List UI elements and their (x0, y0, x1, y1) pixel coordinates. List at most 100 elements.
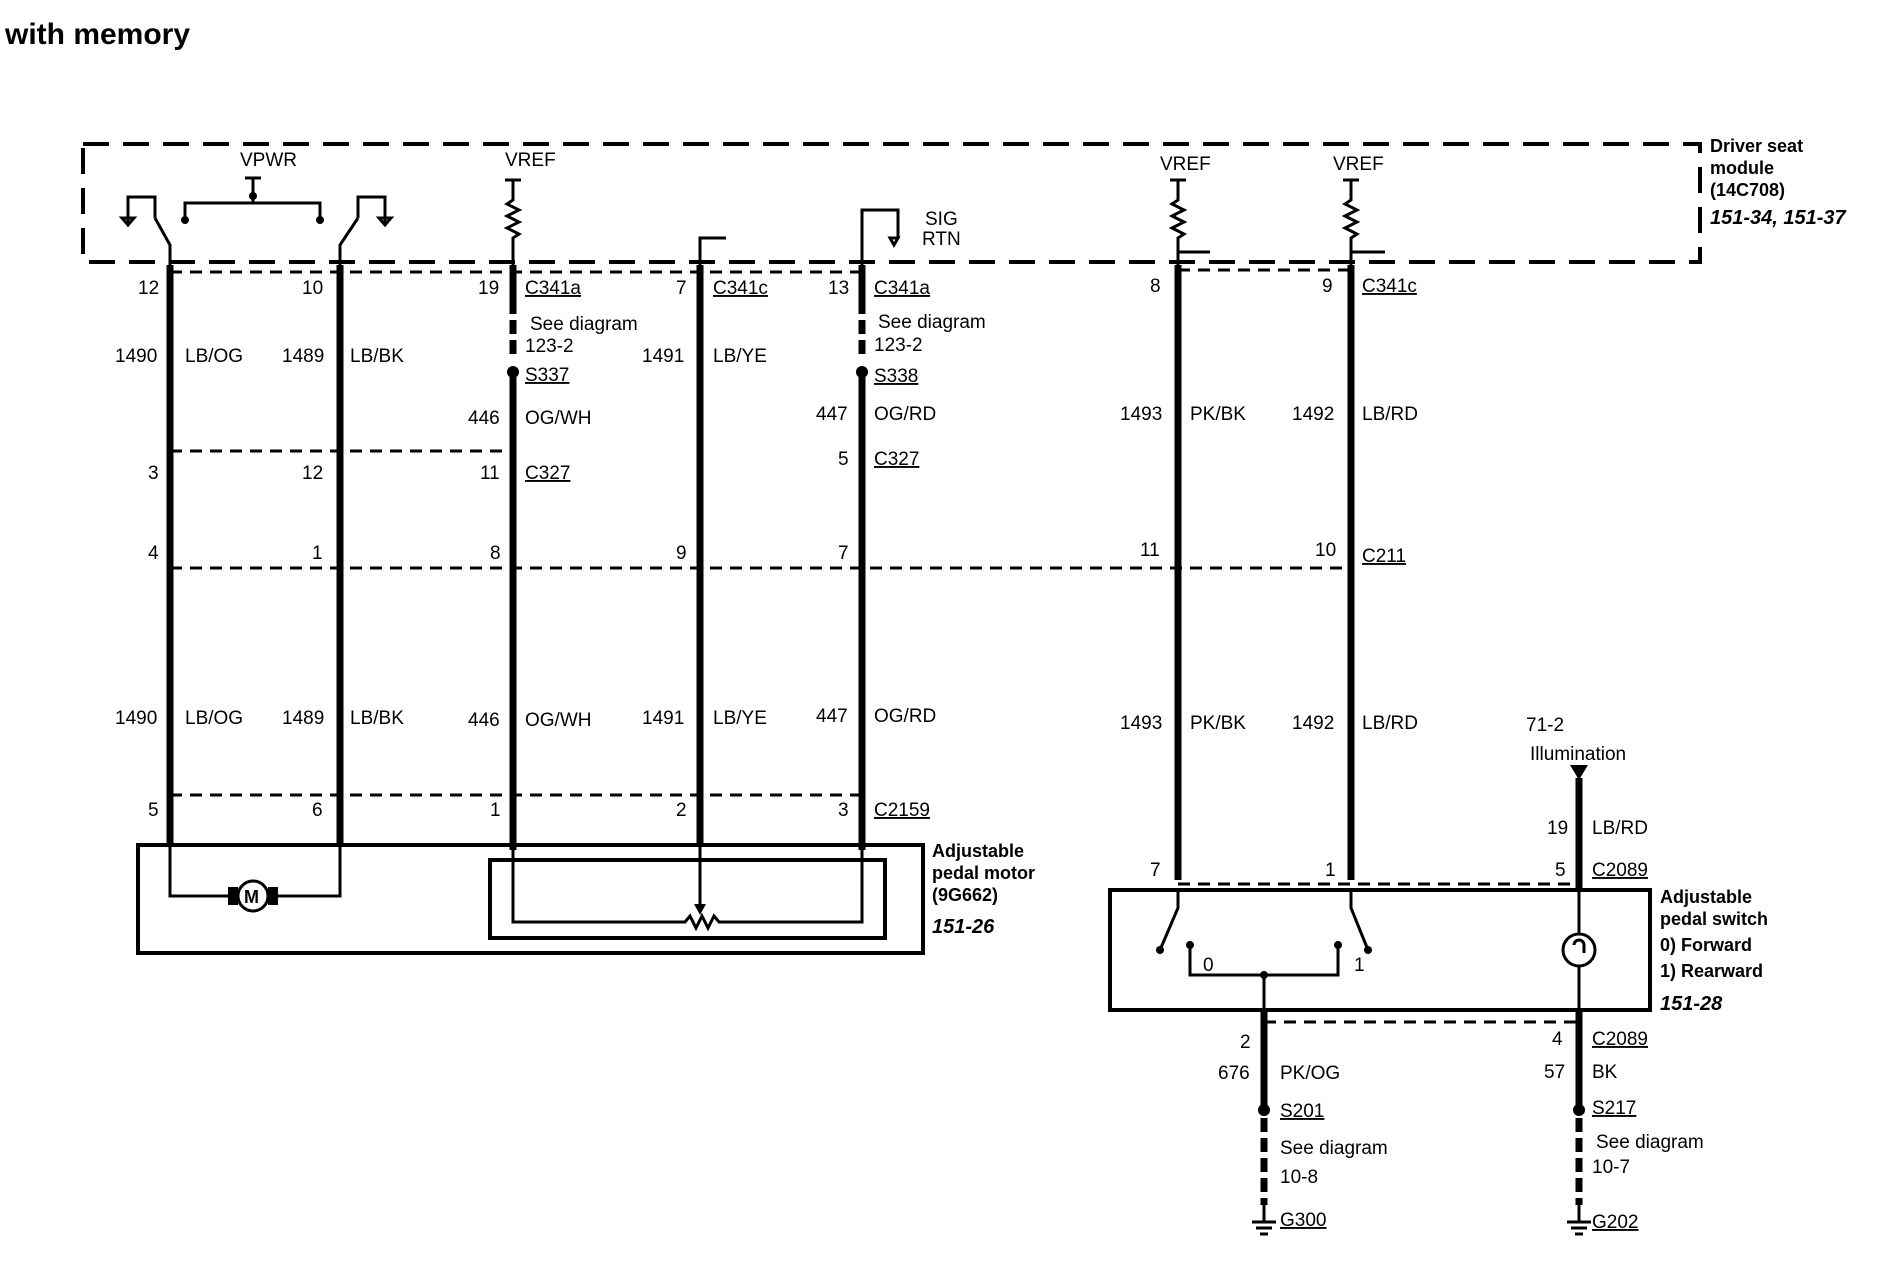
vref-resistor-1 (503, 178, 523, 265)
circuit-1493-number-lower: 1493 (1120, 713, 1162, 734)
ground-right-pin: 4 (1552, 1029, 1563, 1050)
circuit-1493-color: PK/BK (1190, 404, 1246, 425)
motor-wiring (168, 845, 342, 898)
pedal-sensor-inner-box (488, 858, 887, 940)
motor-name-line1: Adjustable (932, 841, 1024, 861)
circuit-1490-number-lower: 1490 (115, 708, 157, 729)
pin-1493-switch: 7 (1150, 860, 1161, 881)
sig-rtn-symbol (698, 208, 901, 265)
illumination-pin: 19 (1547, 818, 1568, 839)
pin-447-c2159: 3 (838, 800, 849, 821)
ground-left-see-1: See diagram (1280, 1138, 1388, 1159)
ground-right-circuit: 57 (1544, 1062, 1565, 1083)
switch-position-0: 0) Forward (1660, 935, 1752, 955)
ground-right-color: BK (1592, 1062, 1618, 1083)
pin-447-top: 13 (828, 278, 849, 299)
circuit-1492-number: 1492 (1292, 404, 1334, 425)
see-diagram-447-2: 123-2 (874, 335, 923, 356)
circuit-446-number-lower: 446 (468, 710, 500, 731)
lamp-icon (1561, 932, 1597, 968)
switch-position-1: 1) Rearward (1660, 961, 1763, 981)
ground-right-connector: C2089 (1592, 1029, 1648, 1050)
switch-contact-1: 1 (1354, 955, 1365, 976)
page-title: with memory (4, 18, 190, 51)
motor-name-line2: pedal motor (932, 863, 1035, 883)
driver-seat-module-box (81, 142, 1702, 264)
switch-name-line1: Adjustable (1660, 887, 1752, 907)
pin-1491-c2159: 2 (676, 800, 687, 821)
pin-1489-c2159: 6 (312, 800, 323, 821)
pin-446-c2159: 1 (490, 800, 501, 821)
switch-contact-0: 0 (1203, 955, 1214, 976)
connector-c327-446: C327 (525, 463, 570, 484)
circuit-446-number: 446 (468, 408, 500, 429)
circuit-1492-color-lower: LB/RD (1362, 713, 1418, 734)
ground-left-pin: 2 (1240, 1032, 1251, 1053)
rtn-label: RTN (922, 229, 961, 250)
illumination-label: Illumination (1530, 744, 1626, 765)
module-part-number: (14C708) (1710, 180, 1785, 200)
pin-1491-c211: 9 (676, 543, 687, 564)
ground-g202: G202 (1592, 1212, 1638, 1233)
pin-446-c327: 11 (480, 463, 500, 484)
connector-c2159: C2159 (874, 800, 930, 821)
module-name-line2: module (1710, 158, 1774, 178)
potentiometer-wiring (511, 850, 864, 932)
motor-reference: 151-26 (932, 916, 995, 938)
circuit-1491-number: 1491 (642, 346, 684, 367)
vref-label-1: VREF (505, 150, 556, 171)
ground-left-see-2: 10-8 (1280, 1167, 1318, 1188)
motor-part-number: (9G662) (932, 885, 998, 905)
circuit-1489-color-lower: LB/BK (350, 708, 404, 729)
illumination-ref: 71-2 (1526, 715, 1564, 736)
pin-1489-c211: 1 (312, 543, 323, 564)
motor-icon (236, 879, 270, 913)
ground-right-see-1: See diagram (1596, 1132, 1704, 1153)
circuit-1493-number: 1493 (1120, 404, 1162, 425)
circuit-446-color-lower: OG/WH (525, 710, 592, 731)
vref-label-2: VREF (1160, 154, 1211, 175)
vpwr-label: VPWR (240, 150, 297, 171)
ground-g300-icon (1252, 1205, 1276, 1236)
circuit-1491-color: LB/YE (713, 346, 767, 367)
circuit-447-number: 447 (816, 404, 848, 425)
pin-1492-top: 9 (1322, 276, 1333, 297)
pin-1491-top: 7 (676, 278, 687, 299)
circuit-1490-color-lower: LB/OG (185, 708, 243, 729)
connector-1491-top: C341c (713, 278, 768, 299)
vref-resistor-3 (1341, 178, 1385, 265)
see-diagram-446-1: See diagram (530, 314, 638, 335)
circuit-447-color: OG/RD (874, 404, 936, 425)
ground-left-color: PK/OG (1280, 1063, 1340, 1084)
ground-left-circuit: 676 (1218, 1063, 1250, 1084)
pin-1489-top: 10 (302, 278, 323, 299)
pedal-motor-box (136, 843, 925, 955)
ground-g202-icon (1567, 1205, 1591, 1236)
circuit-446-color: OG/WH (525, 408, 592, 429)
vref-resistor-2 (1168, 178, 1210, 265)
see-diagram-447-1: See diagram (878, 312, 986, 333)
pin-447-c211: 7 (838, 543, 849, 564)
connector-1492-top: C341c (1362, 276, 1417, 297)
illumination-connector: C2089 (1592, 860, 1648, 881)
circuit-1493-color-lower: PK/BK (1190, 713, 1246, 734)
circuit-1492-number-lower: 1492 (1292, 713, 1334, 734)
motor-symbol: M (244, 887, 259, 907)
module-reference: 151-34, 151-37 (1710, 207, 1847, 229)
circuit-447-number-lower: 447 (816, 706, 848, 727)
splice-s217: S217 (1592, 1098, 1636, 1119)
illumination-switch-pin: 5 (1555, 860, 1566, 881)
illumination-arrow (1570, 765, 1588, 780)
module-name-line1: Driver seat (1710, 136, 1803, 156)
pin-1492-switch: 1 (1325, 860, 1336, 881)
pin-1493-c211: 11 (1140, 540, 1160, 561)
circuit-1489-color: LB/BK (350, 346, 404, 367)
pin-1490-top: 12 (138, 278, 159, 299)
ground-right-see-2: 10-7 (1592, 1157, 1630, 1178)
pin-1490-c2159: 5 (148, 800, 159, 821)
pin-1492-c211: 10 (1315, 540, 1336, 561)
circuit-1490-number: 1490 (115, 346, 157, 367)
pin-1493-top: 8 (1150, 276, 1161, 297)
circuit-1489-number: 1489 (282, 346, 324, 367)
splice-s201: S201 (1280, 1101, 1324, 1122)
